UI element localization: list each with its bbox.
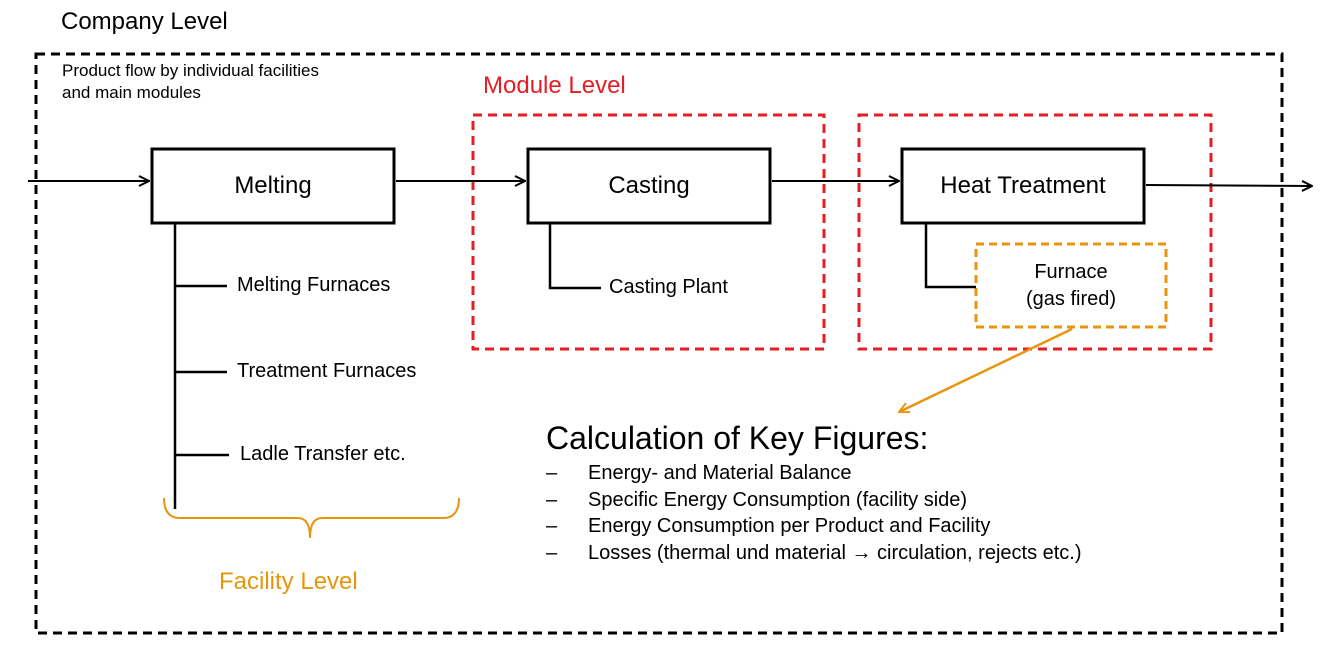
facility-level-title: Facility Level bbox=[219, 568, 358, 595]
module-level-title: Module Level bbox=[483, 72, 626, 99]
bullet-dash: – bbox=[546, 488, 558, 511]
company-level-title: Company Level bbox=[61, 8, 228, 35]
key-figure-text: Losses (thermal und material → circulati… bbox=[588, 541, 1082, 564]
furnace-to-keyfigures-arrow bbox=[899, 327, 1073, 412]
heat-treatment-connector bbox=[924, 223, 976, 289]
key-figure-text: Energy- and Material Balance bbox=[588, 462, 852, 484]
melting-label: Melting bbox=[234, 172, 312, 199]
key-figure-item: – Losses (thermal und material → circulat… bbox=[546, 540, 1082, 567]
furnace-label: Furnace (gas fired) bbox=[976, 259, 1166, 313]
facility-ladle-transfer: Ladle Transfer etc. bbox=[240, 443, 406, 465]
heat-treatment-label: Heat Treatment bbox=[940, 172, 1106, 199]
company-subtitle-line2: and main modules bbox=[62, 83, 201, 102]
facility-brace bbox=[163, 497, 460, 539]
bullet-dash: – bbox=[546, 515, 558, 537]
facility-treatment-furnaces: Treatment Furnaces bbox=[237, 360, 417, 382]
casting-label: Casting bbox=[608, 172, 690, 199]
bullet-dash: – bbox=[546, 462, 558, 484]
key-figure-text: Specific Energy Consumption (facility si… bbox=[588, 488, 968, 511]
key-figure-item: – Specific Energy Consumption (facility s… bbox=[546, 487, 1082, 514]
company-level-frame bbox=[34, 52, 1284, 635]
company-level-subtitle: Product flow by individual facilities an… bbox=[62, 60, 319, 104]
casting-connector bbox=[548, 223, 601, 290]
company-subtitle-line1: Product flow by individual facilities bbox=[62, 61, 320, 80]
furnace-frame bbox=[974, 242, 1168, 329]
flow-arrow-out bbox=[1145, 185, 1312, 186]
key-figure-item: – Energy Consumption per Product and Faci… bbox=[546, 513, 1082, 540]
furnace-label-line2: (gas fired) bbox=[1025, 288, 1117, 310]
heat-treatment-box bbox=[900, 147, 1146, 225]
key-figure-item: – Energy- and Material Balance bbox=[546, 460, 1082, 487]
key-figure-text: Energy Consumption per Product and Facil… bbox=[588, 515, 991, 537]
facility-melting-furnaces: Melting Furnaces bbox=[237, 274, 391, 296]
casting-box bbox=[526, 147, 772, 225]
furnace-label-line1: Furnace bbox=[1034, 261, 1108, 283]
module-frame-casting bbox=[471, 113, 826, 351]
module-frame-heat-treatment bbox=[857, 113, 1213, 351]
bullet-dash: – bbox=[546, 541, 558, 564]
key-figures-title: Calculation of Key Figures: bbox=[546, 420, 929, 456]
casting-plant-label: Casting Plant bbox=[609, 276, 728, 298]
melting-box bbox=[150, 147, 396, 225]
key-figures-list: – Energy- and Material Balance – Specific … bbox=[546, 460, 1082, 566]
